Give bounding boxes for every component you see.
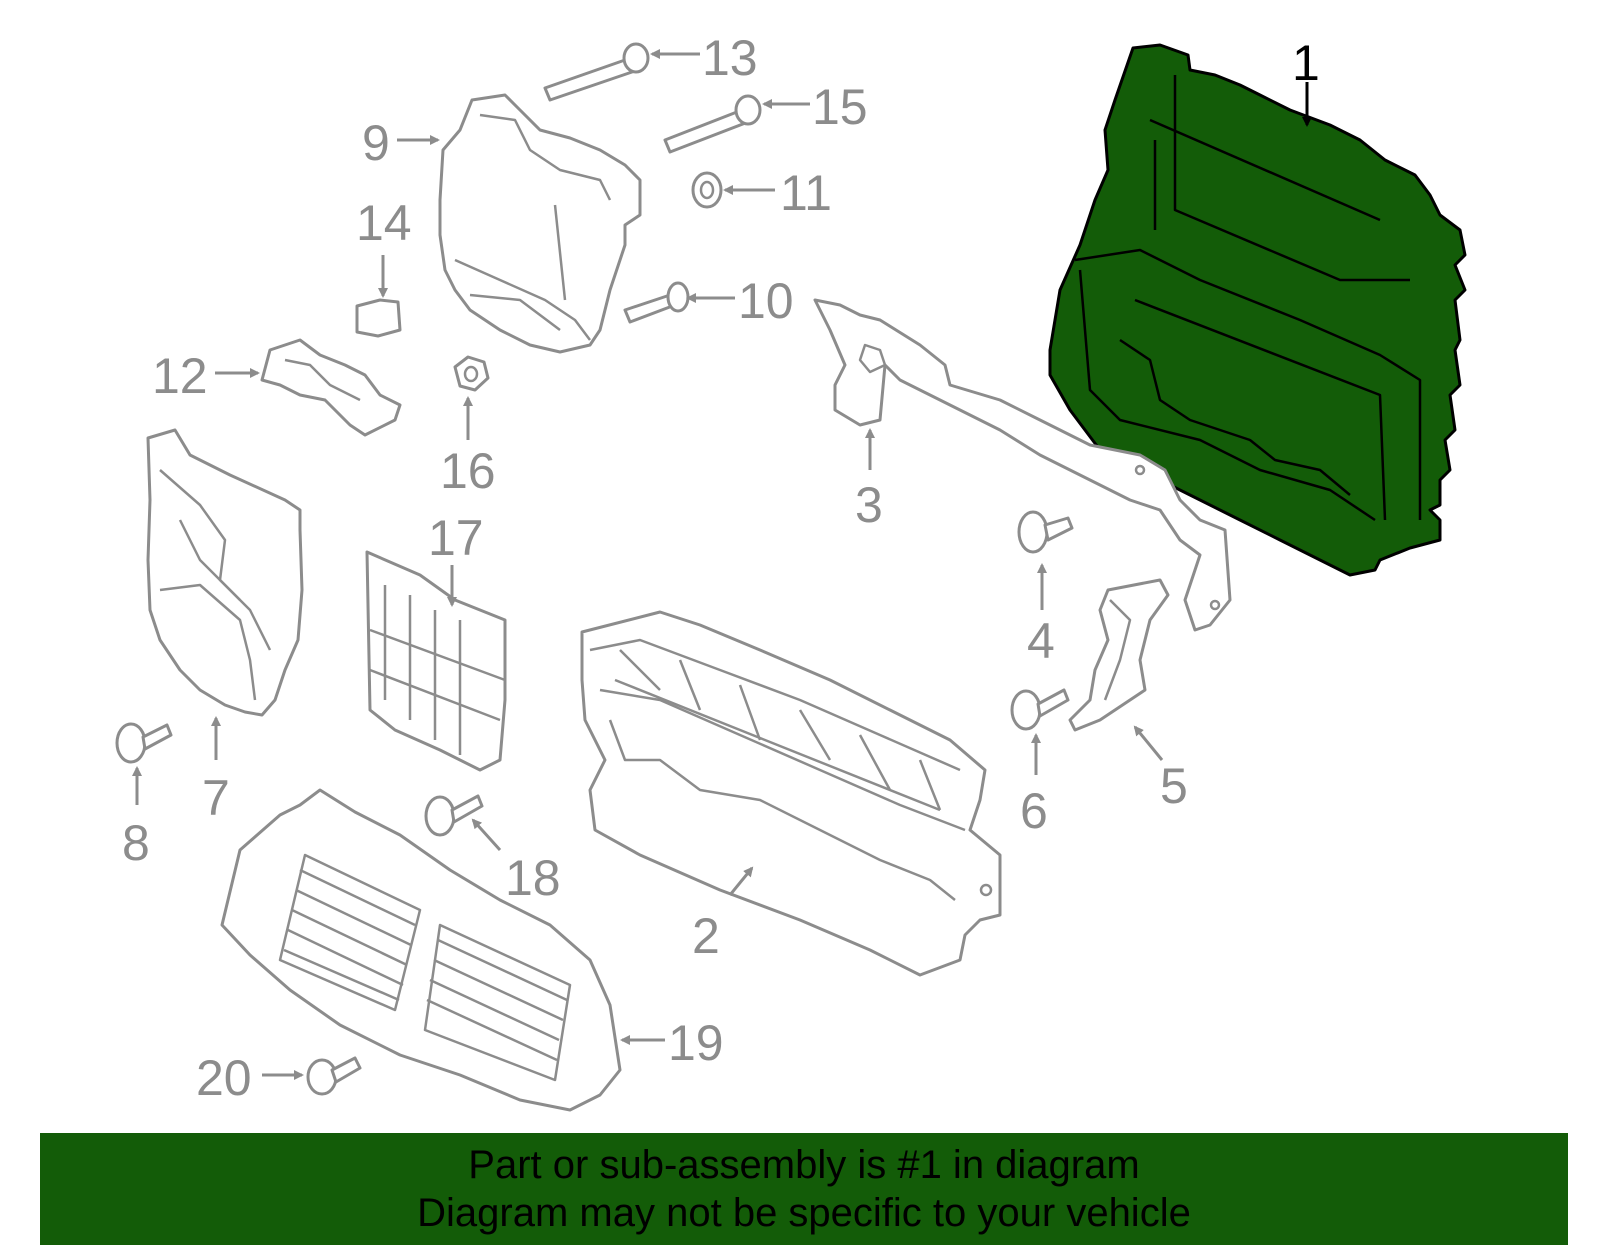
callout-5[interactable]: 5 (1160, 758, 1188, 814)
part-6-bolt[interactable] (1010, 688, 1070, 731)
part-7-left-deflector[interactable] (146, 428, 304, 717)
callout-12[interactable]: 12 (152, 348, 208, 404)
callout-13[interactable]: 13 (702, 30, 758, 86)
callout-14[interactable]: 14 (356, 195, 412, 251)
part-4-bolt[interactable] (1017, 510, 1074, 554)
callout-19[interactable]: 19 (668, 1015, 724, 1071)
callout-numbers: 1 2 3 4 5 6 7 8 9 10 11 12 13 14 15 16 1… (122, 30, 1320, 1106)
callout-9[interactable]: 9 (362, 115, 390, 171)
part-10-bolt[interactable] (623, 281, 690, 324)
callout-10[interactable]: 10 (738, 273, 794, 329)
callout-7[interactable]: 7 (202, 770, 230, 826)
callout-18[interactable]: 18 (505, 850, 561, 906)
callout-3[interactable]: 3 (855, 477, 883, 533)
part-14-clip[interactable] (355, 298, 402, 338)
callout-16[interactable]: 16 (440, 443, 496, 499)
part-16-nut[interactable] (453, 355, 490, 392)
part-3-upper-bracket[interactable] (813, 298, 1232, 632)
leader-lines (132, 49, 1312, 1080)
part-9-air-guide[interactable] (438, 93, 642, 354)
banner-line-1: Part or sub-assembly is #1 in diagram (468, 1143, 1140, 1187)
callout-2[interactable]: 2 (692, 908, 720, 964)
info-banner: Part or sub-assembly is #1 in diagram Di… (40, 1133, 1568, 1245)
callout-11[interactable]: 11 (780, 165, 832, 221)
part-11-washer[interactable] (691, 171, 723, 209)
part-2-shutter-assembly[interactable] (580, 610, 1002, 977)
banner-line-2: Diagram may not be specific to your vehi… (417, 1191, 1191, 1235)
callout-1[interactable]: 1 (1292, 35, 1320, 91)
callout-4[interactable]: 4 (1027, 613, 1055, 669)
part-20-bolt[interactable] (306, 1056, 362, 1096)
part-19-lower-grille[interactable] (220, 788, 622, 1112)
callout-8[interactable]: 8 (122, 815, 150, 871)
callout-17[interactable]: 17 (428, 510, 484, 566)
part-17-grille-panel[interactable] (365, 550, 507, 772)
parts-diagram: 1 2 3 4 5 6 7 8 9 10 11 12 13 14 15 16 1… (115, 30, 1467, 1112)
part-18-bolt[interactable] (424, 794, 484, 837)
part-15-bolt[interactable] (663, 94, 762, 154)
callout-15[interactable]: 15 (812, 79, 868, 135)
part-13-bolt[interactable] (543, 42, 650, 102)
part-12-clip-bracket[interactable] (260, 338, 402, 437)
part-8-bolt[interactable] (115, 722, 173, 764)
callout-6[interactable]: 6 (1020, 783, 1048, 839)
part-5-bracket[interactable] (1068, 578, 1170, 732)
callout-20[interactable]: 20 (196, 1050, 252, 1106)
part-1-highlighted[interactable] (1048, 43, 1467, 577)
